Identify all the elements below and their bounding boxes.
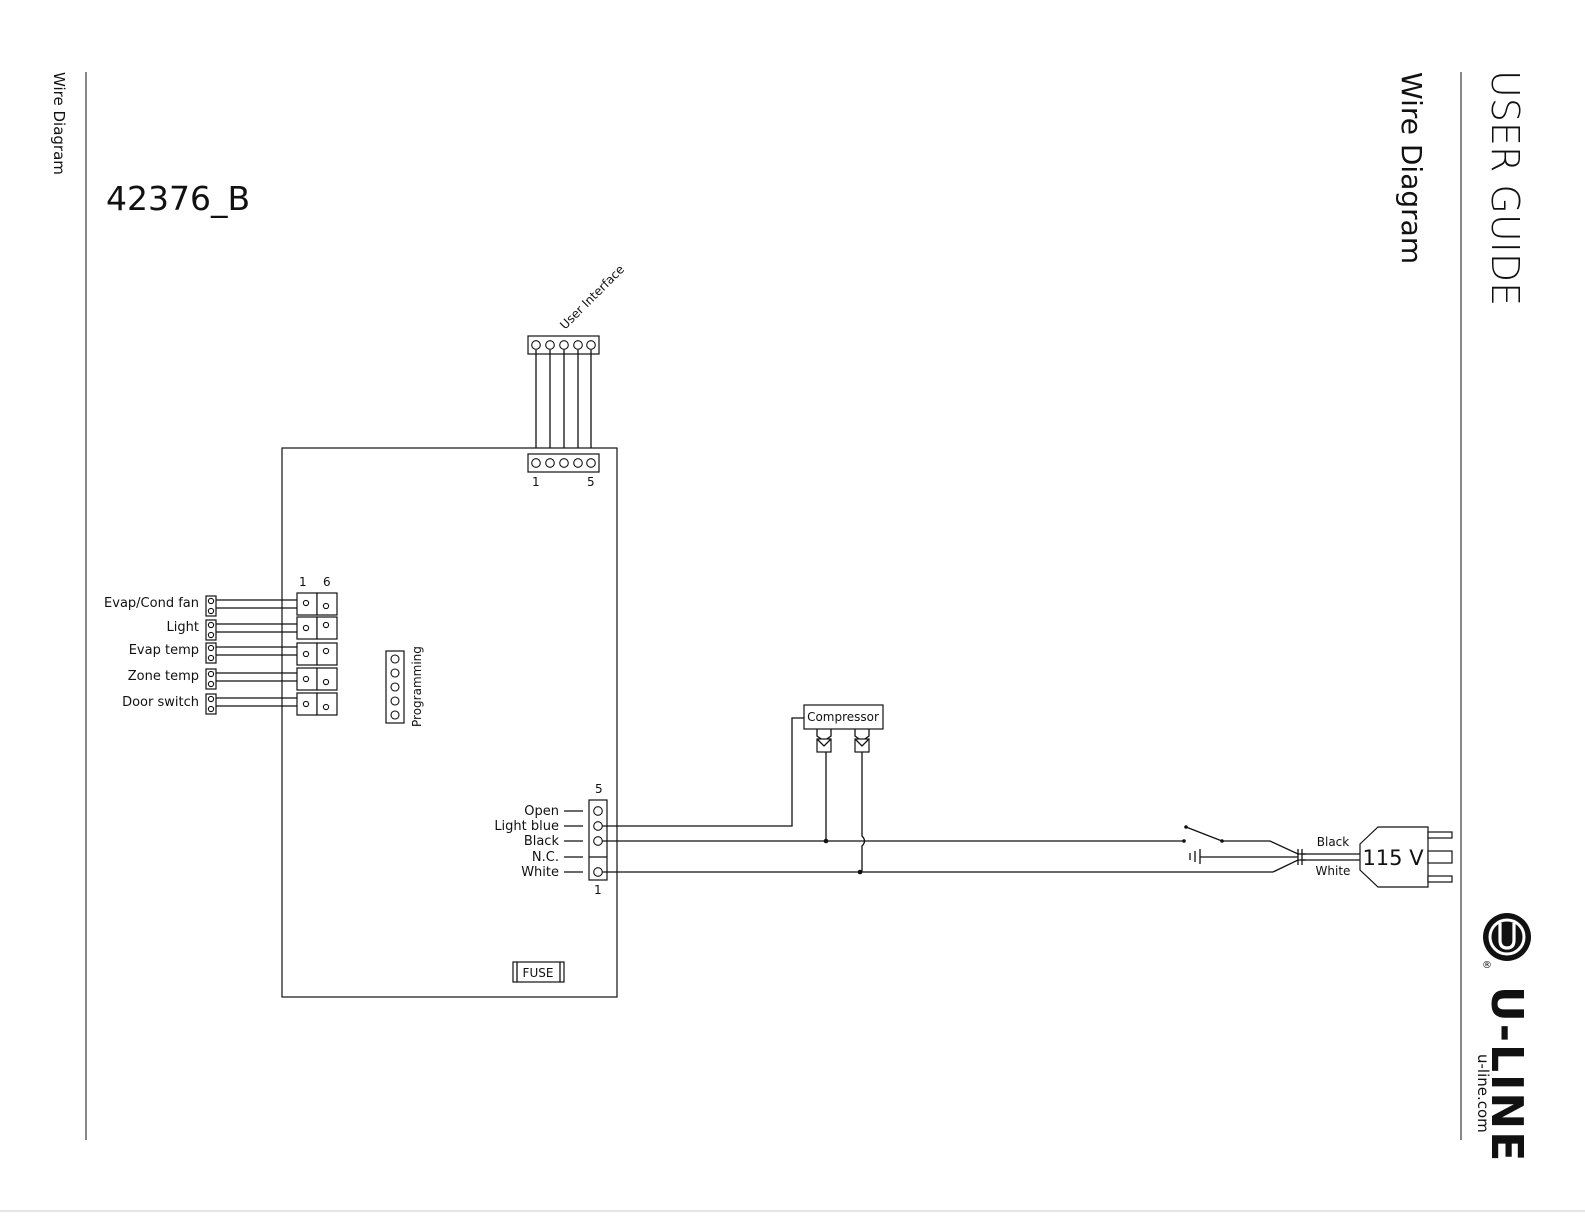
left-connector-label: Evap/Cond fan	[104, 596, 199, 611]
left-connector-zone-temp: Zone temp	[128, 668, 337, 690]
compressor-label: Compressor	[807, 710, 879, 724]
user-interface-ribbon	[536, 350, 591, 458]
left-connector-label: Door switch	[122, 695, 199, 710]
plug-white-label: White	[1316, 864, 1351, 878]
power-terminal-top: 5	[595, 782, 603, 796]
terminal-white-label: White	[521, 865, 559, 880]
terminal-light-blue-label: Light blue	[494, 819, 559, 834]
terminal-nc-label: N.C.	[532, 850, 559, 865]
left-connector-label: Zone temp	[128, 669, 199, 684]
voltage-label: 115 V	[1362, 846, 1424, 870]
left-connector-evap-cond-fan: Evap/Cond fan	[104, 593, 337, 616]
board-ui-header	[528, 454, 599, 472]
user-interface-label: User Interface	[557, 262, 627, 332]
terminal-black-label: Black	[524, 834, 560, 849]
terminal-open-label: Open	[524, 804, 559, 819]
left-side-label: Wire Diagram	[50, 72, 68, 175]
ui-pin-first: 1	[532, 475, 540, 489]
left-connector-light: Light	[167, 617, 337, 640]
power-wiring	[602, 718, 1360, 874]
left-connector-label: Light	[167, 620, 199, 635]
left-connector-last: 6	[323, 575, 331, 589]
ui-pin-last: 5	[587, 475, 595, 489]
brand-website: u-line.com	[1474, 1054, 1492, 1133]
left-connector-label: Evap temp	[129, 643, 199, 658]
registered-mark: ®	[1482, 960, 1492, 971]
part-number: 42376_B	[106, 179, 250, 218]
guide-title: USER GUIDE	[1483, 70, 1527, 306]
fuse-label: FUSE	[523, 966, 554, 980]
section-title: Wire Diagram	[1395, 72, 1428, 264]
left-connector-evap-temp: Evap temp	[129, 643, 337, 665]
power-terminal-bottom: 1	[594, 883, 602, 897]
brand-logo-icon	[1483, 913, 1531, 961]
programming-header	[386, 651, 404, 723]
control-board	[282, 448, 617, 997]
left-connector-door-switch: Door switch	[122, 693, 337, 715]
programming-label: Programming	[410, 646, 424, 727]
left-connector-first: 1	[299, 575, 307, 589]
power-terminal-block	[589, 800, 607, 880]
plug-black-label: Black	[1317, 835, 1350, 849]
